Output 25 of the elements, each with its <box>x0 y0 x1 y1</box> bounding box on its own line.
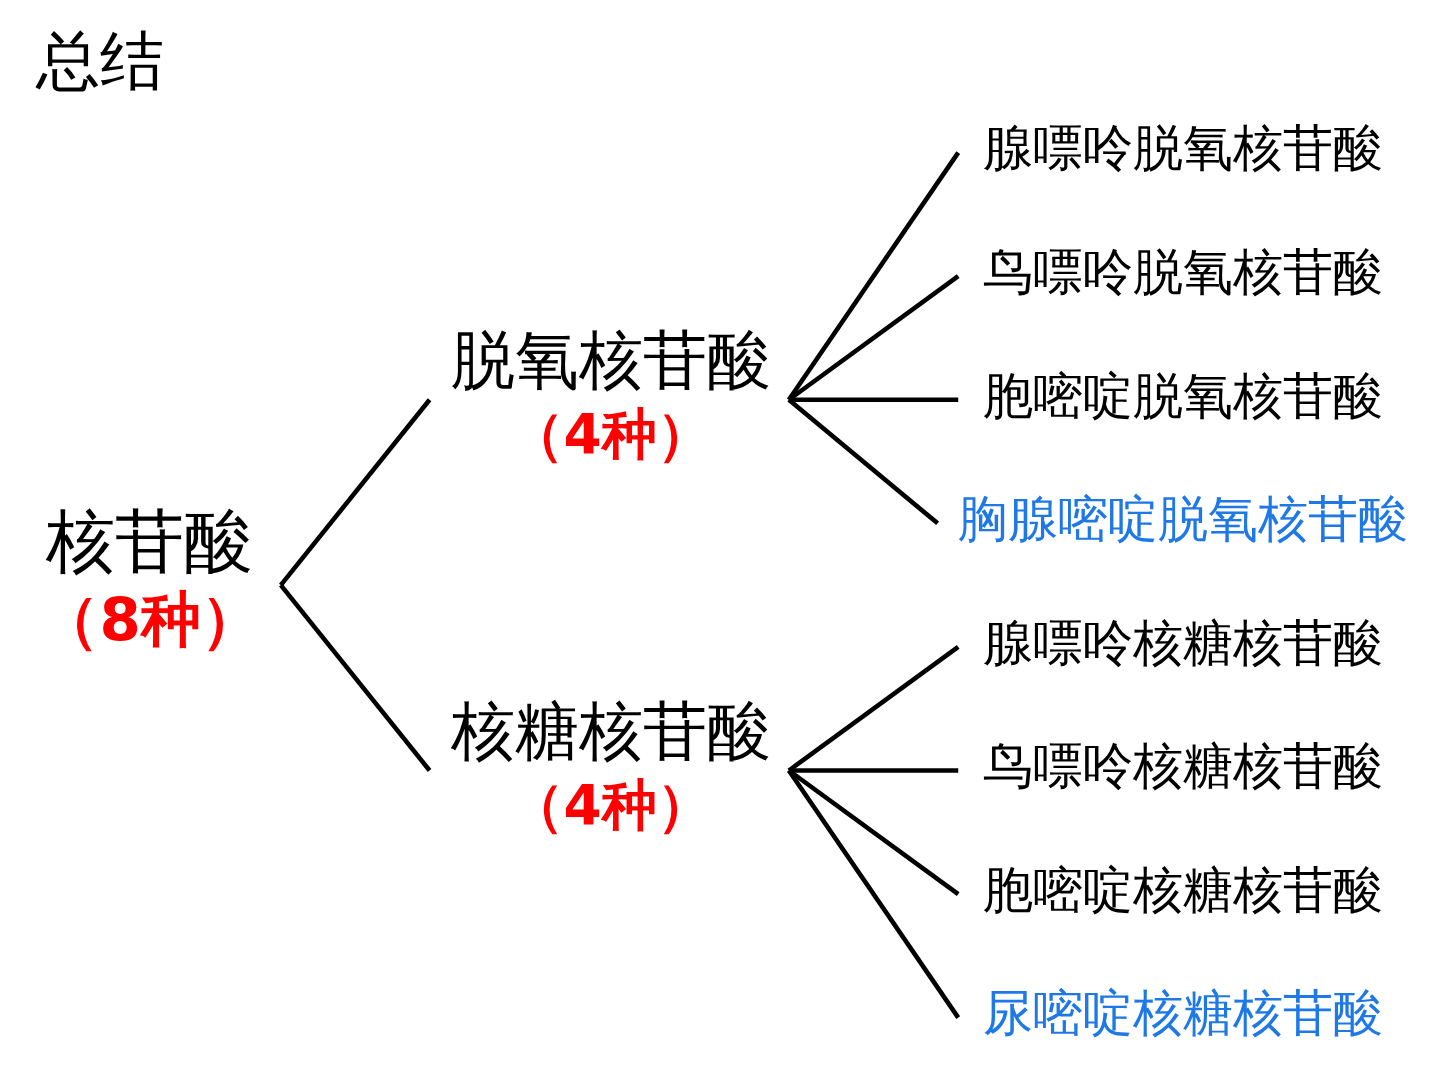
node-text: 胞嘧啶脱氧核苷酸 <box>983 365 1384 425</box>
node-label: （4种） <box>508 772 712 837</box>
connector <box>279 583 432 772</box>
node-text: 胞嘧啶核糖核苷酸 <box>983 859 1384 919</box>
node-text: 鸟嘌呤核糖核苷酸 <box>983 735 1384 795</box>
connector <box>787 273 960 402</box>
connector <box>788 767 959 773</box>
node-text: 核苷酸 <box>46 500 254 581</box>
connector <box>279 397 432 587</box>
connector <box>787 768 960 896</box>
diagram-title: 总结 <box>35 23 164 98</box>
node-text: 腺嘌呤脱氧核苷酸 <box>983 117 1384 177</box>
node-text: 鸟嘌呤脱氧核苷酸 <box>983 241 1384 301</box>
node-text: 脱氧核苷酸 <box>451 322 772 397</box>
connector <box>787 644 960 772</box>
node-text: 胸腺嘧啶脱氧核苷酸 <box>958 488 1409 548</box>
connector <box>787 397 940 525</box>
connector <box>786 768 961 1019</box>
node-text: 尿嘧啶核糖核苷酸 <box>983 982 1384 1042</box>
connector <box>788 396 959 402</box>
connector <box>787 150 961 401</box>
node-text: 腺嘌呤核糖核苷酸 <box>983 612 1384 672</box>
node-label: （8种） <box>39 584 261 654</box>
node-label: （4种） <box>508 401 712 466</box>
node-text: 核糖核苷酸 <box>451 693 772 768</box>
